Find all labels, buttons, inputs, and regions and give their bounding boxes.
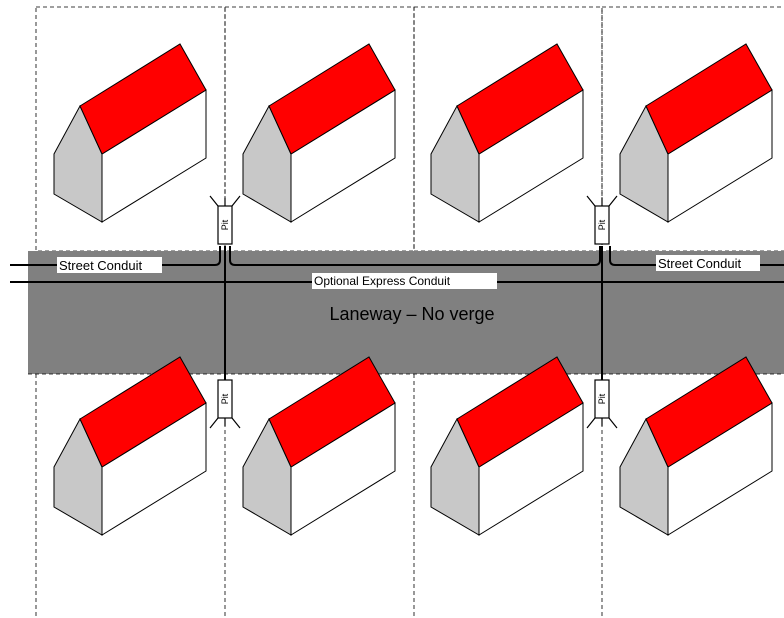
pit-label: Pit: [220, 393, 230, 404]
house: [430, 356, 584, 536]
street-conduit-right-label: Street Conduit: [658, 256, 741, 271]
pit-bottom-right: Pit: [586, 379, 618, 429]
house: [53, 43, 207, 223]
house: [619, 43, 773, 223]
pit-top-left: Pit: [209, 195, 241, 245]
house: [53, 356, 207, 536]
street-conduit-left: [10, 246, 221, 266]
pit-label: Pit: [220, 219, 230, 230]
house: [619, 356, 773, 536]
pit-top-right: Pit: [586, 195, 618, 245]
pit-label: Pit: [597, 219, 607, 230]
pit-bottom-left: Pit: [209, 379, 241, 429]
express-conduit-label: Optional Express Conduit: [314, 274, 451, 288]
street-conduit-right-label-bg: [656, 255, 760, 271]
street-conduit-right: [609, 246, 784, 266]
conduits: [10, 246, 784, 380]
laneway-label: Laneway – No verge: [329, 304, 494, 324]
pit-label: Pit: [597, 393, 607, 404]
street-conduit-left-label: Street Conduit: [59, 258, 142, 273]
house: [242, 43, 396, 223]
house: [242, 356, 396, 536]
street-conduit-left-label-bg: [57, 257, 162, 273]
street-conduit-mid: [229, 246, 601, 266]
express-conduit-label-bg: [312, 273, 497, 289]
house: [430, 43, 584, 223]
